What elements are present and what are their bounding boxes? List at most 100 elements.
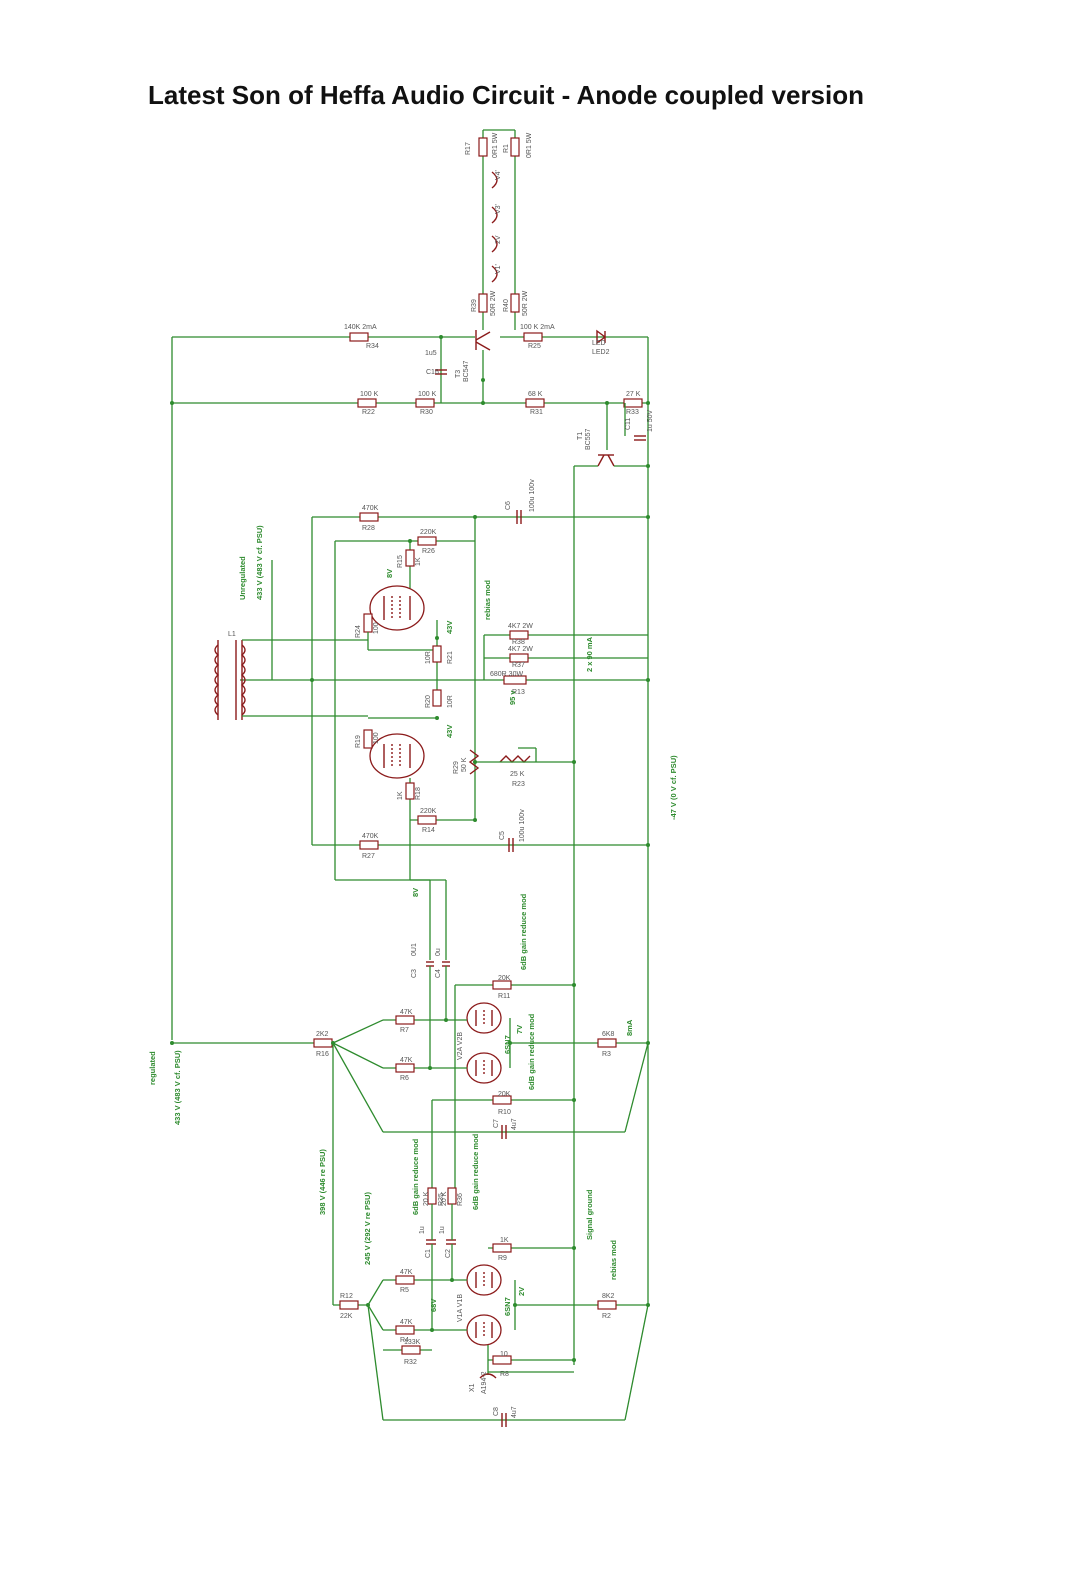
label-r26-value: 220K	[420, 529, 437, 536]
label-r9: R9	[498, 1255, 507, 1262]
label-r33: R33	[626, 409, 639, 416]
resistor-r28	[359, 512, 379, 522]
label-r4: R4	[400, 1337, 409, 1344]
resistor-r4	[395, 1325, 415, 1335]
label-r27-value: 470K	[362, 833, 379, 840]
label-r11: R11	[498, 993, 510, 1000]
resistor-r8	[492, 1355, 512, 1365]
label-r14: R14	[422, 827, 435, 834]
resistor-r19	[363, 729, 373, 749]
voltage-245v: 245 V (292 V re PSU)	[363, 1192, 372, 1265]
label-unregulated: Unregulated	[238, 556, 247, 600]
label-unregulated-voltage: 433 V (483 V cf. PSU)	[255, 525, 264, 600]
voltage-7v: 7V	[515, 1025, 524, 1034]
label-v4: V4'	[495, 170, 502, 180]
regulator-section	[170, 329, 650, 1365]
voltage-43v-bottom: 43V	[445, 725, 454, 738]
label-c6: C6	[505, 501, 512, 510]
resistor-r1	[510, 137, 520, 157]
label-c3-value: 0U1	[411, 943, 418, 956]
resistor-r34	[349, 332, 369, 342]
label-r34: R34	[366, 343, 379, 350]
label-r19-value: 100	[373, 732, 380, 744]
label-minus-47v: -47 V (0 V cf. PSU)	[669, 755, 678, 820]
lamp-v2	[491, 235, 498, 253]
label-r7-value: 47K	[400, 1009, 413, 1016]
label-r21-value: 10R	[425, 651, 432, 664]
label-r36-value: 20 K	[441, 1191, 448, 1206]
label-r31: R31	[530, 409, 543, 416]
value-r17: 0R1 5W	[492, 132, 499, 158]
resistor-r21	[432, 645, 442, 663]
label-v2a-v2b: V2A V2B	[457, 1032, 464, 1060]
label-r18-value: 1K	[397, 791, 404, 800]
label-r32-value: 133K	[404, 1339, 421, 1346]
label-r19: R19	[355, 735, 362, 748]
label-r20-value: 10R	[447, 695, 454, 708]
voltage-43v-top: 43V	[445, 621, 454, 634]
label-r24: R24	[355, 625, 362, 638]
value-r1: 0R1 5W	[526, 132, 533, 158]
potentiometer-r23	[499, 755, 531, 763]
resistor-r5	[395, 1275, 415, 1285]
resistor-r33	[623, 398, 643, 408]
value-r39: 50R 2W	[490, 290, 497, 316]
resistor-r39	[478, 293, 488, 313]
resistor-r22	[357, 398, 377, 408]
label-rebias-mod: rebias mod	[483, 580, 492, 620]
resistor-r31	[525, 398, 545, 408]
output-transformer-l1	[214, 560, 368, 720]
label-r6: R6	[400, 1075, 409, 1082]
resistor-r32	[401, 1345, 421, 1355]
label-c11-value: 1u 50V	[647, 409, 654, 432]
resistor-r20	[432, 689, 442, 707]
voltage-68v: 68V	[429, 1299, 438, 1312]
label-r32: R32	[404, 1359, 417, 1366]
label-r35: R35	[438, 1193, 445, 1206]
label-r26: R26	[422, 548, 435, 555]
label-6sn7-input: 6SN7	[503, 1297, 512, 1316]
label-rebias-mod-2: rebias mod	[609, 1240, 618, 1280]
label-r15: R15	[397, 555, 404, 568]
resistor-r12	[339, 1300, 359, 1310]
label-c4-value: 0u	[435, 948, 442, 956]
label-8ma: 8mA	[625, 1019, 634, 1036]
label-r40: R40	[503, 299, 510, 312]
label-r2-value: 8K2	[602, 1293, 615, 1300]
resistor-r11	[492, 980, 512, 990]
label-signal-ground: Signal ground	[585, 1189, 594, 1240]
label-t1: T1	[577, 432, 584, 440]
label-r38: R38	[512, 639, 525, 646]
resistor-r15	[405, 549, 415, 567]
top-series-string	[478, 129, 520, 330]
label-c8: C8	[493, 1407, 500, 1416]
resistor-r16	[313, 1038, 333, 1048]
label-r20: R20	[425, 695, 432, 708]
label-regulated-voltage: 433 V (483 V cf. PSU)	[173, 1050, 182, 1125]
label-c1: C1	[425, 1249, 432, 1258]
label-r10: R10	[498, 1109, 511, 1116]
label-v3: V3'	[495, 204, 502, 214]
label-r36: R36	[457, 1193, 464, 1206]
input-stage	[333, 1030, 650, 1427]
output-stage	[240, 510, 650, 960]
potentiometer-r29	[468, 749, 480, 775]
label-gain-mod-2: 6dB gain reduce mod	[527, 1013, 536, 1090]
label-c16: C16	[426, 369, 439, 376]
label-t1-type: BC557	[585, 428, 592, 450]
label-r3: R3	[602, 1051, 611, 1058]
label-r24-value: 100	[373, 622, 380, 634]
label-r22-value: 100 K	[360, 391, 379, 398]
label-r10-value: 20K	[498, 1091, 511, 1098]
label-r12: R12	[340, 1293, 353, 1300]
label-r38-value: 4K7 2W	[508, 623, 533, 630]
resistor-r3	[597, 1038, 617, 1048]
label-r2: R2	[602, 1313, 611, 1320]
resistor-r7	[395, 1015, 415, 1025]
label-c3: C3	[411, 969, 418, 978]
label-r8: R8	[500, 1371, 509, 1378]
label-r30: R30	[420, 409, 433, 416]
label-r23: R23	[512, 781, 525, 788]
label-regulated: regulated	[148, 1051, 157, 1085]
